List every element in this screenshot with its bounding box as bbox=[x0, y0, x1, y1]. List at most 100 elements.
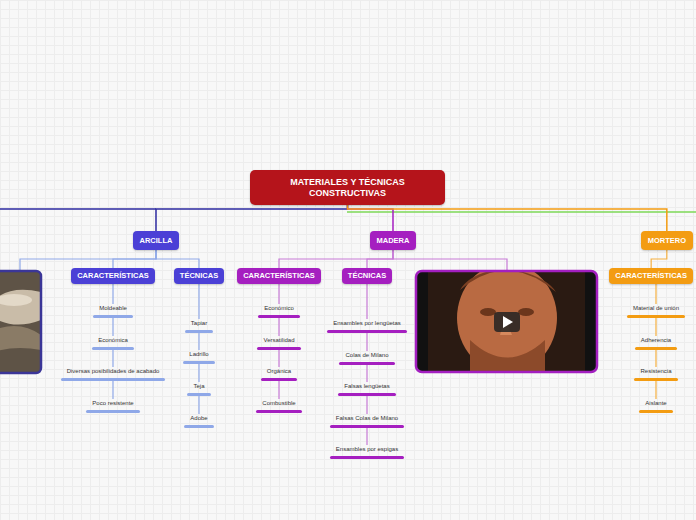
connector bbox=[366, 396, 367, 414]
branch-line bbox=[0, 208, 156, 210]
topic-item: Ladrillo bbox=[183, 350, 214, 364]
connector bbox=[113, 250, 156, 268]
item-underline bbox=[257, 347, 300, 350]
item-underline bbox=[183, 361, 214, 364]
topic-item: Falsas Colas de Milano bbox=[330, 414, 404, 428]
connector bbox=[198, 396, 199, 414]
item-underline bbox=[327, 330, 407, 333]
node-label: Moldeable bbox=[93, 304, 133, 312]
connector bbox=[156, 250, 199, 268]
item-underline bbox=[86, 410, 139, 413]
topic-item: Resistencia bbox=[634, 367, 677, 381]
connector bbox=[655, 318, 656, 336]
node-label: MORTERO bbox=[648, 236, 686, 245]
main-topic: MADERA bbox=[370, 231, 417, 250]
node-label: Aislante bbox=[639, 399, 672, 407]
node-label: Resistencia bbox=[634, 367, 677, 375]
topic-item: Orgánica bbox=[261, 367, 297, 381]
connector bbox=[198, 333, 199, 350]
item-underline bbox=[338, 393, 395, 396]
connector bbox=[112, 381, 113, 399]
connector bbox=[198, 284, 199, 319]
node-label: Económica bbox=[92, 336, 134, 344]
topic-item: Diversas posibilidades de acabado bbox=[61, 367, 166, 381]
item-underline bbox=[639, 410, 672, 413]
node-label: CARACTERÍSTICAS bbox=[243, 271, 315, 281]
topic-item: Ensambles por lengüetas bbox=[327, 319, 407, 333]
main-topic: MORTERO bbox=[641, 231, 693, 250]
node-label: Colas de Milano bbox=[339, 351, 394, 359]
item-underline bbox=[627, 315, 685, 318]
connector bbox=[655, 350, 656, 367]
connector bbox=[655, 381, 656, 399]
item-underline bbox=[93, 315, 133, 318]
connector bbox=[156, 205, 348, 231]
connector bbox=[366, 284, 367, 319]
item-underline bbox=[330, 425, 404, 428]
item-underline bbox=[61, 378, 166, 381]
subtopic: TÉCNICAS bbox=[174, 268, 224, 284]
topic-item: Adobe bbox=[184, 414, 213, 428]
central-topic: MATERIALES Y TÉCNICAS CONSTRUCTIVAS bbox=[250, 170, 445, 205]
node-label: Diversas posibilidades de acabado bbox=[61, 367, 166, 375]
connector bbox=[348, 205, 667, 231]
connector bbox=[278, 350, 279, 367]
topic-item: Material de unión bbox=[627, 304, 685, 318]
item-underline bbox=[256, 410, 301, 413]
connector bbox=[112, 350, 113, 367]
node-label: Económico bbox=[258, 304, 300, 312]
item-underline bbox=[187, 393, 210, 396]
node-label: ARCILLA bbox=[140, 236, 173, 245]
node-label: MADERA bbox=[377, 236, 410, 245]
item-underline bbox=[635, 347, 677, 350]
topic-item: Aislante bbox=[639, 399, 672, 413]
item-underline bbox=[92, 347, 134, 350]
item-underline bbox=[258, 315, 300, 318]
node-label: Falsas Colas de Milano bbox=[330, 414, 404, 422]
topic-item: Poco resistente bbox=[86, 399, 139, 413]
node-label: MATERIALES Y TÉCNICAS CONSTRUCTIVAS bbox=[278, 177, 418, 199]
item-underline bbox=[261, 378, 297, 381]
node-label: Combustible bbox=[256, 399, 301, 407]
node-label: Ensambles por lengüetas bbox=[327, 319, 407, 327]
topic-item: Ensambles por espigas bbox=[330, 445, 404, 459]
item-underline bbox=[185, 330, 213, 333]
connector bbox=[651, 250, 667, 268]
node-label: Falsas lengüetas bbox=[338, 382, 395, 390]
node-label: Orgánica bbox=[261, 367, 297, 375]
connector bbox=[279, 250, 393, 268]
branch-line bbox=[347, 211, 696, 213]
subtopic: CARACTERÍSTICAS bbox=[71, 268, 155, 284]
main-topic: ARCILLA bbox=[133, 231, 180, 250]
connector bbox=[112, 284, 113, 304]
connector bbox=[655, 284, 656, 304]
topic-item: Económica bbox=[92, 336, 134, 350]
connector bbox=[366, 365, 367, 382]
node-label: Versatilidad bbox=[257, 336, 300, 344]
node-label: TÉCNICAS bbox=[180, 271, 218, 281]
item-underline bbox=[634, 378, 677, 381]
topic-item: Adherencia bbox=[635, 336, 677, 350]
node-label: Material de unión bbox=[627, 304, 685, 312]
item-underline bbox=[184, 425, 213, 428]
connector bbox=[278, 284, 279, 304]
clay-photo bbox=[0, 271, 41, 373]
video-thumbnail bbox=[416, 263, 597, 373]
topic-item: Falsas lengüetas bbox=[338, 382, 395, 396]
subtopic: CARACTERÍSTICAS bbox=[609, 268, 693, 284]
topic-item: Versatilidad bbox=[257, 336, 300, 350]
connector bbox=[278, 381, 279, 399]
node-label: Ensambles por espigas bbox=[330, 445, 404, 453]
node-label: Teja bbox=[187, 382, 210, 390]
node-label: Adobe bbox=[184, 414, 213, 422]
connector bbox=[112, 318, 113, 336]
connector bbox=[278, 318, 279, 336]
connector bbox=[198, 364, 199, 382]
connector bbox=[367, 250, 393, 268]
topic-item: Teja bbox=[187, 382, 210, 396]
topic-item: Combustible bbox=[256, 399, 301, 413]
subtopic: TÉCNICAS bbox=[342, 268, 392, 284]
